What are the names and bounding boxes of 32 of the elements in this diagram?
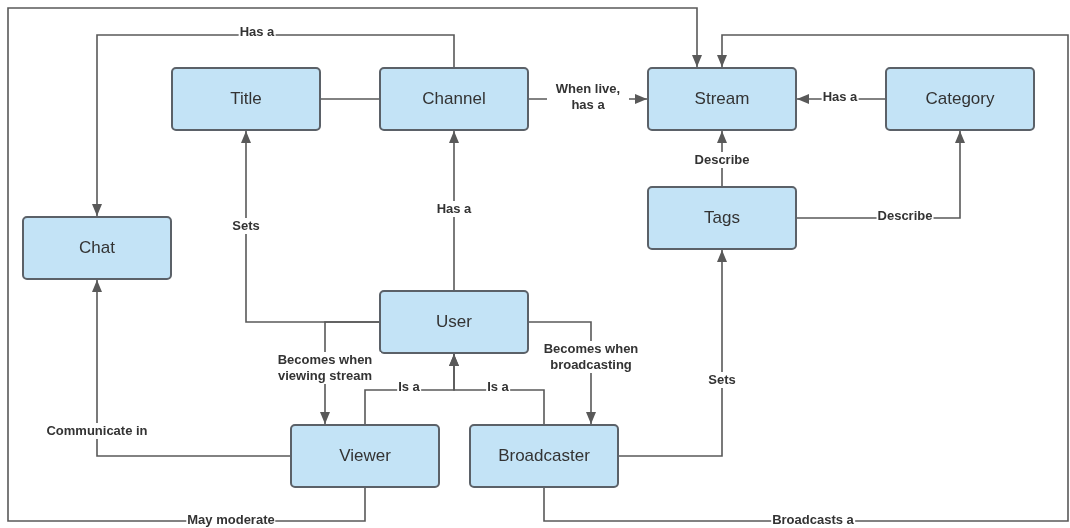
entity-name: Category	[925, 89, 995, 109]
entity-name: Stream	[694, 89, 750, 109]
entity-name: Viewer	[339, 446, 391, 466]
arrow	[92, 34, 455, 217]
entity-name: Chat	[79, 238, 115, 258]
entity-name: Title	[230, 89, 262, 109]
entity-box	[469, 424, 619, 488]
entity-box	[171, 67, 321, 131]
edge-label: Describe	[693, 152, 751, 168]
arrow	[543, 34, 1069, 522]
entity-box	[885, 67, 1035, 131]
edge-label: May moderate	[186, 512, 276, 528]
entity-box	[290, 424, 440, 488]
edge-label: Sets	[231, 218, 261, 234]
arrow	[449, 130, 459, 291]
edge-label: Sets	[707, 372, 737, 388]
arrow	[7, 7, 702, 522]
entity-box	[379, 67, 529, 131]
arrow	[92, 279, 291, 457]
entity-name: User	[436, 312, 472, 332]
entity-name: Broadcaster	[498, 446, 590, 466]
arrow	[618, 249, 727, 457]
arrow	[449, 353, 545, 425]
entity-name: Channel	[422, 89, 486, 109]
entity-box	[647, 186, 797, 250]
entity-box	[647, 67, 797, 131]
edge-label: Has a	[435, 201, 473, 217]
entity-box	[22, 216, 172, 280]
entity-box	[379, 290, 529, 354]
connector-line	[320, 98, 380, 100]
edge-label: Communicate in	[45, 423, 149, 439]
entity-name: Tags	[704, 208, 740, 228]
